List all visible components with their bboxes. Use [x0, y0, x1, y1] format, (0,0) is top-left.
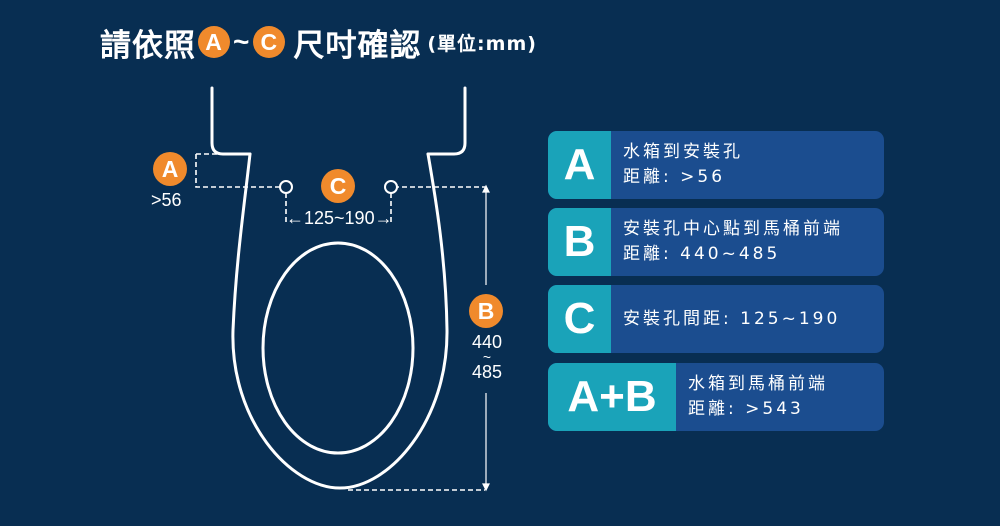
title-badge-a: A: [198, 26, 230, 58]
card-a-line2: 距離: >56: [623, 167, 726, 187]
card-c: C 安裝孔間距: 125~190: [548, 285, 884, 353]
card-b-key: B: [548, 208, 611, 276]
dimension-b-separator: ~: [482, 349, 492, 365]
dimension-b-badge: B: [469, 294, 503, 328]
dimension-b-min: 440: [471, 332, 503, 352]
card-c-line1: 安裝孔間距: 125~190: [623, 308, 841, 329]
inner-seat-opening: [261, 241, 415, 455]
card-a-plus-b: A+B 水箱到馬桶前端 距離: >543: [548, 363, 884, 431]
dimension-a-guide: [195, 153, 280, 188]
title-separator: ~: [233, 26, 251, 57]
card-c-key: C: [548, 285, 611, 353]
mounting-hole-left: [279, 180, 293, 194]
title-badge-c: C: [253, 26, 286, 58]
card-a-plus-b-line2: 距離: >543: [688, 399, 804, 419]
title-unit: (單位:mm): [427, 32, 537, 55]
card-a-plus-b-key: A+B: [548, 363, 676, 431]
dimension-b-value: 440 ~ 485: [470, 333, 504, 381]
mounting-hole-right: [384, 180, 398, 194]
outer-seat-outline: [231, 152, 449, 490]
card-a-plus-b-line1: 水箱到馬桶前端: [688, 374, 828, 394]
dimension-c-value: ←125~190→: [286, 208, 393, 228]
dimension-b-max: 485: [471, 362, 503, 382]
dimension-a-value: >56: [151, 190, 182, 210]
card-a: A 水箱到安裝孔 距離: >56: [548, 131, 884, 199]
card-b: B 安裝孔中心點到馬桶前端 距離: 440~485: [548, 208, 884, 276]
card-a-line1: 水箱到安裝孔: [623, 142, 743, 162]
dimension-a-badge: A: [153, 152, 187, 186]
dimension-c-guide: [285, 193, 392, 222]
title-prefix: 請依照: [100, 27, 196, 64]
page-title: 請依照 A ~ C 尺吋確認 (單位:mm): [100, 20, 537, 64]
dimension-c-badge: C: [321, 169, 355, 203]
tank-outline: [210, 86, 467, 156]
card-b-line1: 安裝孔中心點到馬桶前端: [623, 219, 843, 239]
card-a-key: A: [548, 131, 611, 199]
card-b-line2: 距離: 440~485: [623, 244, 781, 264]
title-suffix: 尺吋確認: [293, 27, 422, 64]
